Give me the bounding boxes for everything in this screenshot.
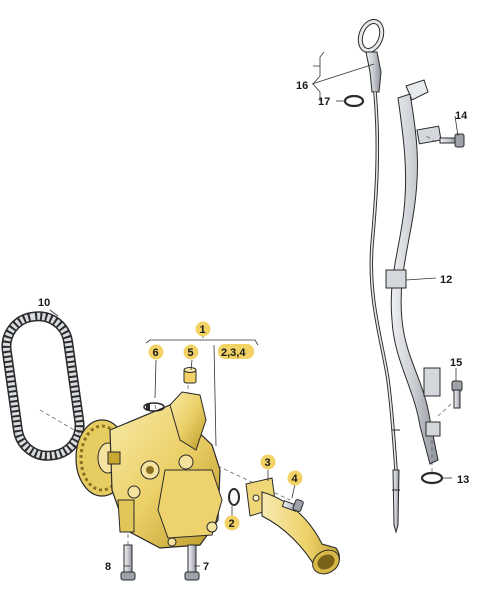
bolt-4: [281, 499, 304, 513]
callout-5: 5: [188, 347, 194, 359]
callout-2-3-4: 2,3,4: [221, 347, 246, 359]
bolt-15: [451, 380, 463, 409]
oil-pump: [75, 391, 223, 549]
dipstick: [357, 18, 400, 534]
seal-2: [228, 488, 240, 506]
callout-10: 10: [38, 297, 50, 309]
sleeve-5: [183, 367, 197, 384]
callout-1: 1: [200, 324, 206, 336]
callout-15: 15: [450, 357, 462, 369]
callout-5-badge: 5: [183, 344, 199, 360]
bolt-14: [439, 133, 465, 148]
callout-14: 14: [455, 110, 468, 122]
callout-4: 4: [292, 473, 299, 485]
callout-13: 13: [457, 474, 469, 486]
callout-1-badge: 1: [195, 321, 211, 337]
callout-6-badge: 6: [148, 344, 164, 360]
bolt-7: [184, 544, 200, 581]
callout-2: 2: [229, 518, 235, 530]
callout-4-badge: 4: [287, 470, 303, 486]
callout-8: 8: [105, 561, 111, 573]
callout-6: 6: [153, 347, 159, 359]
o-ring-17: [343, 94, 365, 108]
callout-12: 12: [440, 274, 452, 286]
callout-2-badge: 2: [224, 515, 240, 531]
intake-pipe: [245, 477, 340, 575]
callout-3-badge: 3: [260, 454, 276, 470]
callout-7: 7: [203, 561, 209, 573]
callout-234-badge: 2,3,4: [218, 344, 254, 359]
o-ring-13: [420, 471, 444, 485]
callout-3: 3: [265, 457, 271, 469]
drive-chain: [1, 311, 85, 461]
seal-6: [143, 402, 165, 412]
callout-17: 17: [318, 96, 330, 108]
dipstick-guide-tube: [385, 79, 442, 465]
callout-16: 16: [296, 80, 308, 92]
bolt-8: [120, 544, 136, 581]
